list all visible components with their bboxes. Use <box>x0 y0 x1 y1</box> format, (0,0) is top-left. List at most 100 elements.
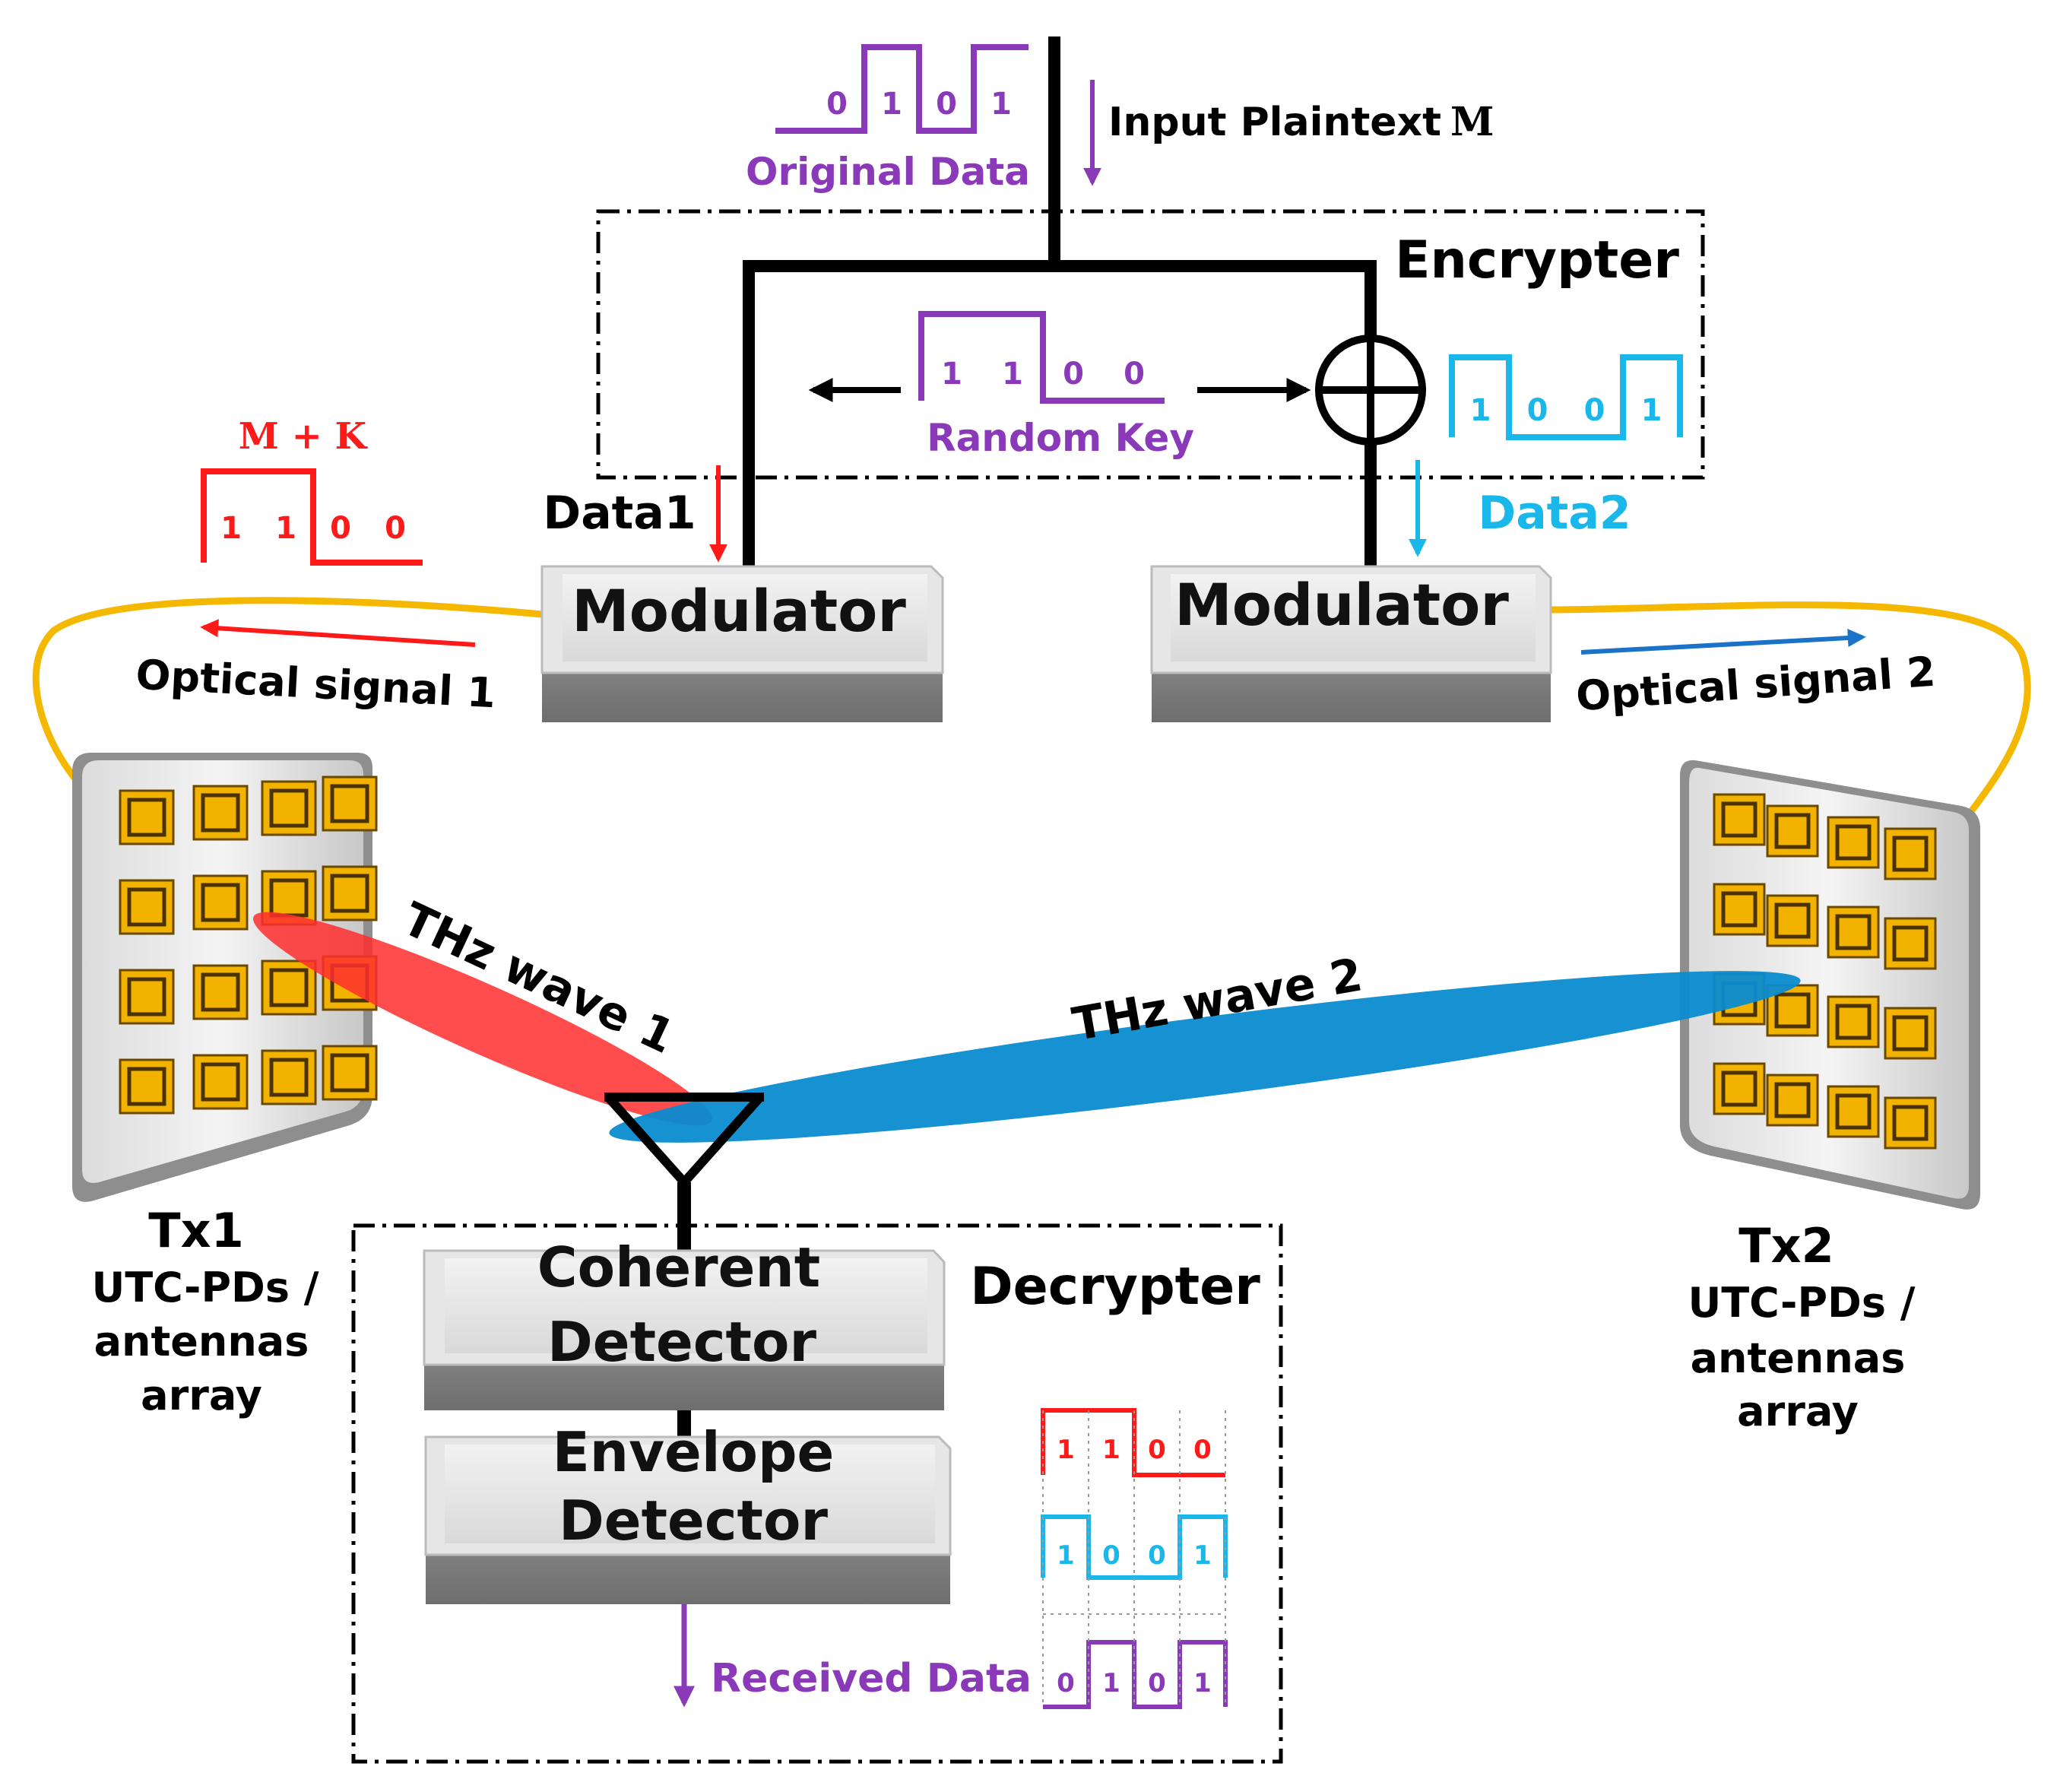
antenna-pad-inner <box>269 788 309 828</box>
random-key-waveform: 1 1 0 0 <box>918 311 1165 404</box>
waveform-line <box>201 468 423 566</box>
bit-label: 1 <box>1002 357 1023 392</box>
antenna-pad-inner <box>127 798 166 837</box>
optical-1-arrow <box>200 619 476 647</box>
antenna-pad-inner <box>1835 1004 1872 1040</box>
bit-label: 0 <box>1148 1540 1166 1571</box>
antenna-pad-inner <box>127 887 166 927</box>
antenna-pad-inner <box>1721 801 1757 838</box>
antenna-pad-inner <box>127 1067 166 1106</box>
antenna-pad-inner <box>1892 1015 1929 1051</box>
antenna-pad-inner <box>201 1062 240 1102</box>
thz-wave-2-beam <box>609 971 1801 1143</box>
modulator-2-label: Modulator <box>1174 571 1509 639</box>
bit-label: 1 <box>941 357 962 392</box>
fiber-left <box>32 597 543 798</box>
antenna-pad-inner <box>1774 813 1811 849</box>
bit-label: 0 <box>1124 357 1145 392</box>
antenna-pad-inner <box>201 883 240 922</box>
antenna-pad-inner <box>269 968 309 1007</box>
coherent-detector: Coherent Detector <box>423 1235 946 1410</box>
waveform-line <box>1449 354 1683 440</box>
data2-label: Data2 <box>1478 487 1631 540</box>
bit-label: 0 <box>1193 1435 1212 1465</box>
antenna-pad-inner <box>1835 1093 1872 1130</box>
tx1-label-group: Tx1 UTC-PDs / antennas array <box>91 1203 319 1419</box>
bit-label: 0 <box>1057 1668 1075 1698</box>
received-data-label: Received Data <box>711 1656 1032 1702</box>
antenna-pad-inner <box>1835 914 1872 950</box>
bit-label: 0 <box>826 87 848 122</box>
tx2-line3: array <box>1737 1388 1859 1435</box>
bit-label: 0 <box>1102 1540 1120 1571</box>
random-key-label: Random Key <box>927 416 1194 460</box>
tx2-line1: UTC-PDs / <box>1688 1279 1915 1327</box>
xor-icon <box>1315 335 1426 446</box>
bit-label: 0 <box>1527 393 1548 428</box>
antenna-pad-inner <box>330 1053 369 1093</box>
tx2-title: Tx2 <box>1738 1218 1834 1273</box>
antenna-pad-inner <box>1774 902 1811 939</box>
bit-label: 0 <box>1063 357 1084 392</box>
bit-label: 0 <box>1584 393 1605 428</box>
fiber-right <box>1550 601 2031 827</box>
bit-label: 1 <box>220 511 242 546</box>
antenna-pad-inner <box>1721 1070 1757 1107</box>
antenna-pad-inner <box>127 977 166 1017</box>
bit-label: 0 <box>385 511 406 546</box>
envelope-label-line2: Detector <box>559 1489 828 1553</box>
antenna-pad-inner <box>1774 1082 1811 1118</box>
tx2-label-group: Tx2 UTC-PDs / antennas array <box>1688 1218 1915 1435</box>
optical-1-label: Optical signal 1 <box>135 651 496 718</box>
bit-label: 1 <box>1102 1668 1120 1698</box>
optical-2-label: Optical signal 2 <box>1574 648 1937 721</box>
data2-waveform: 1 0 0 1 <box>1449 354 1683 440</box>
antenna-pad-inner <box>1892 925 1929 962</box>
antenna-pad-inner <box>1835 824 1872 861</box>
antenna-pad-inner <box>330 874 369 913</box>
antenna-pad-inner <box>1774 992 1811 1029</box>
encrypter-label: Encrypter <box>1395 230 1679 290</box>
decrypter-box <box>351 1223 1283 1764</box>
mk-label: M + K <box>239 415 369 458</box>
modulator-2: Modulator <box>1150 565 1552 722</box>
encrypter-box <box>596 209 1705 480</box>
decrypter-label: Decrypter <box>970 1257 1260 1317</box>
bit-label: 0 <box>936 87 957 122</box>
antenna-pad-inner <box>330 784 369 823</box>
bit-label: 0 <box>1148 1435 1166 1465</box>
tx2-antenna-array <box>1680 760 1980 1210</box>
data1-label: Data1 <box>543 487 696 540</box>
antenna-pad-inner <box>201 793 240 833</box>
thz-wave-1-beam <box>252 912 713 1126</box>
bit-label: 0 <box>330 511 351 546</box>
bit-label: 1 <box>1057 1435 1075 1465</box>
bit-label: 1 <box>1193 1668 1212 1698</box>
waveform-line <box>918 311 1165 404</box>
antenna-pad-inner <box>1892 1105 1929 1141</box>
decrypter-waveform-grid <box>1042 1410 1226 1707</box>
optical-2-arrow <box>1580 629 1866 655</box>
antenna-pad-inner <box>1892 836 1929 872</box>
bit-label: 1 <box>990 87 1012 122</box>
bit-label: 1 <box>1470 393 1491 428</box>
tx2-line2: antennas <box>1691 1334 1906 1382</box>
tx1-line3: array <box>141 1372 262 1419</box>
modulator-1: Modulator <box>540 565 944 722</box>
antenna-pad-inner <box>269 1058 309 1097</box>
bit-label: 1 <box>1057 1540 1075 1571</box>
modulator-1-label: Modulator <box>572 577 906 645</box>
envelope-detector: Envelope Detector <box>424 1420 952 1604</box>
envelope-label-line1: Envelope <box>553 1420 835 1484</box>
bit-label: 0 <box>1148 1668 1166 1698</box>
waveform-line <box>775 44 1028 134</box>
antenna-pad-inner <box>201 972 240 1012</box>
bit-label: 1 <box>275 511 296 546</box>
bit-label: 1 <box>1641 393 1662 428</box>
antenna-pad-inner <box>1721 891 1757 928</box>
